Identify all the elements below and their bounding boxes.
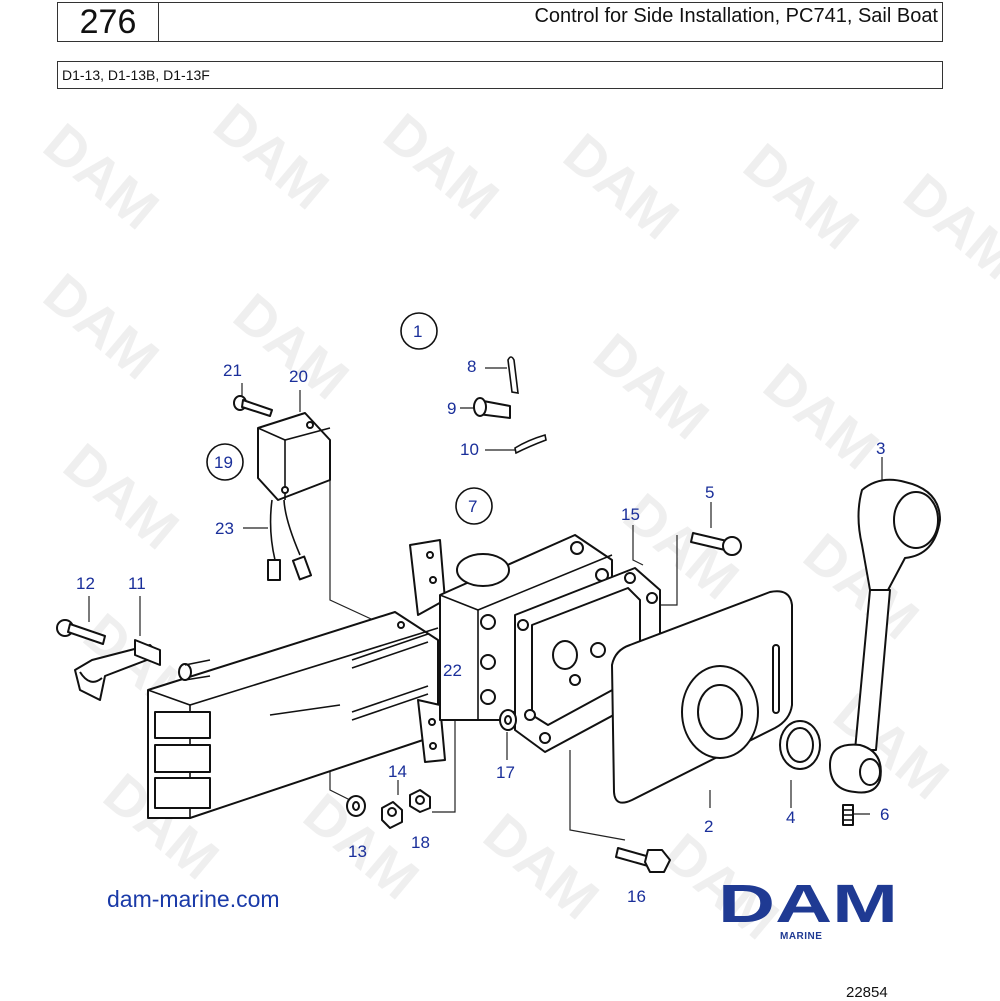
models-box: D1-13, D1-13B, D1-13F (57, 61, 943, 89)
callout-circle-19 (206, 443, 244, 481)
watermark: DAM (202, 91, 340, 221)
watermark: DAM (472, 801, 610, 931)
callout-2: 2 (704, 817, 713, 836)
callout-13: 13 (348, 842, 367, 861)
callout-18: 18 (411, 833, 430, 852)
dam-logo: DAM (718, 876, 898, 928)
gasket (514, 567, 661, 753)
circled-callouts (206, 312, 493, 525)
watermark: DAM (32, 111, 170, 241)
callout-circle-7 (455, 487, 493, 525)
o-ring (779, 720, 821, 770)
callout-23: 23 (215, 519, 234, 538)
callout-8: 8 (467, 357, 476, 376)
clamp-bracket (56, 619, 161, 701)
watermark: DAM (222, 281, 360, 411)
watermark: DAM (752, 351, 890, 481)
screw-21 (233, 395, 273, 417)
watermark: DAM (552, 121, 690, 251)
callout-16: 16 (627, 887, 646, 906)
fasteners (346, 709, 517, 829)
cover-plate (611, 590, 793, 804)
callout-22: 22 (443, 661, 462, 680)
callout-5: 5 (705, 483, 714, 502)
header-box: 276 Control for Side Installation, PC741… (57, 2, 943, 42)
models-label: D1-13, D1-13B, D1-13F (62, 67, 210, 83)
electronic-module (257, 412, 331, 581)
watermark: DAM (372, 101, 510, 231)
callout-17: 17 (496, 763, 515, 782)
callout-15: 15 (621, 505, 640, 524)
watermark: DAM (892, 161, 1000, 291)
watermark: DAM (732, 131, 870, 261)
callout-1: 1 (413, 322, 422, 341)
pin-set (473, 356, 547, 455)
callout-3: 3 (876, 439, 885, 458)
set-screw (842, 804, 854, 826)
callout-circle-1 (400, 312, 438, 350)
callout-12: 12 (76, 574, 95, 593)
callout-10: 10 (460, 440, 479, 459)
drawing-reference: 22854 (846, 984, 888, 1001)
callout-19: 19 (214, 453, 233, 472)
website-link[interactable]: dam-marine.com (107, 886, 280, 912)
logo-text: DAM (718, 876, 898, 928)
callout-21: 21 (223, 361, 242, 380)
watermark: DAM (582, 321, 720, 451)
callout-labels: 1 2 3 4 5 6 7 8 9 10 11 12 13 14 15 16 1… (76, 322, 889, 906)
callout-11: 11 (128, 574, 146, 593)
callout-9: 9 (447, 399, 456, 418)
logo-subtext: MARINE (780, 931, 823, 942)
watermark-layer: DAM DAM DAM DAM DAM DAM DAM DAM DAM DAM … (32, 91, 1000, 951)
callout-6: 6 (880, 805, 889, 824)
callout-20: 20 (289, 367, 308, 386)
bolt-16 (615, 847, 671, 873)
watermark: DAM (52, 431, 190, 561)
callout-4: 4 (786, 808, 795, 827)
callout-7: 7 (468, 497, 477, 516)
callout-14: 14 (388, 762, 407, 781)
page-number: 276 (58, 3, 159, 41)
control-lever (829, 478, 941, 794)
page-title: Control for Side Installation, PC741, Sa… (534, 5, 938, 27)
watermark: DAM (32, 261, 170, 391)
control-bracket (147, 611, 439, 819)
screw-5 (690, 532, 742, 556)
